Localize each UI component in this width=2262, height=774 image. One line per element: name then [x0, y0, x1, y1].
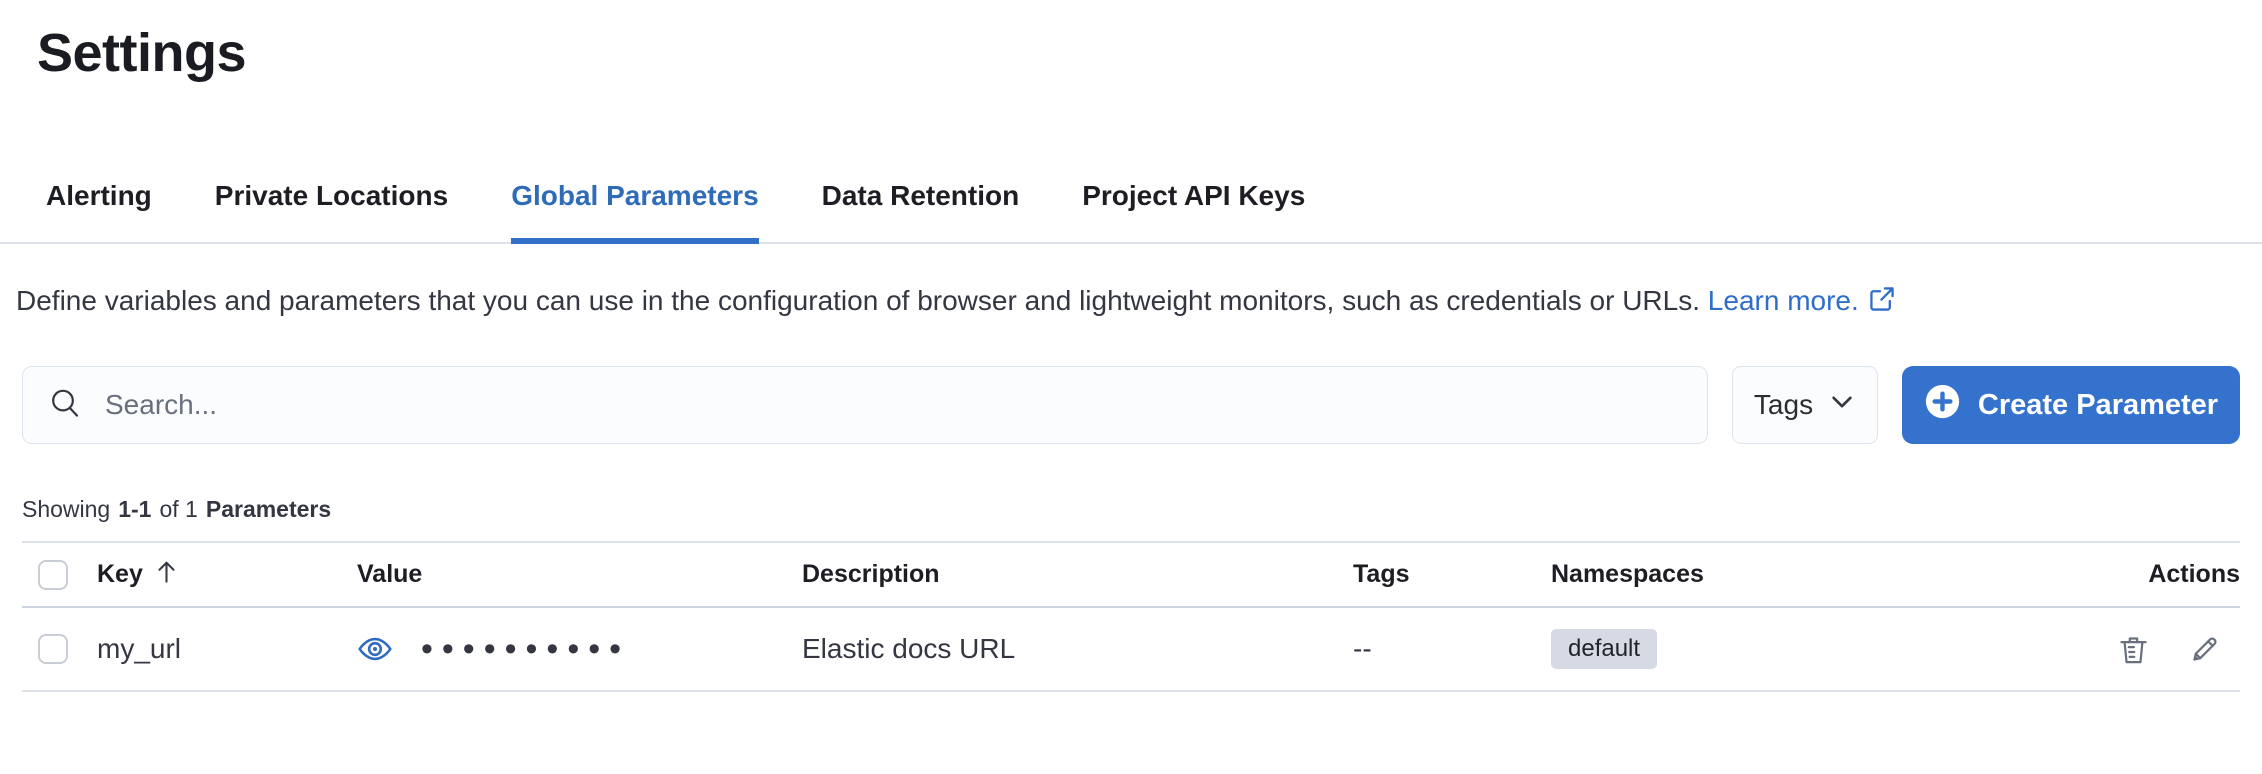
eye-icon	[357, 637, 393, 670]
column-header-value: Value	[357, 560, 423, 588]
parameters-toolbar: Tags Create Parameter	[22, 366, 2240, 444]
column-header-tags: Tags	[1353, 560, 1410, 588]
parameters-table: Key Value Description Tags Namespaces Ac…	[22, 541, 2240, 692]
summary-prefix: Showing	[22, 496, 111, 522]
create-button-label: Create Parameter	[1977, 388, 2219, 421]
results-summary: Showing 1-1 of 1 Parameters	[22, 496, 2240, 523]
plus-in-circle-icon	[1924, 383, 1961, 428]
summary-range: 1-1	[118, 496, 152, 522]
column-header-key[interactable]: Key	[97, 558, 357, 592]
external-link-icon	[1869, 287, 1895, 318]
column-header-description: Description	[802, 560, 940, 588]
learn-more-link[interactable]: Learn more.	[1708, 285, 1895, 316]
trash-icon	[2118, 636, 2149, 668]
key-header-label: Key	[97, 560, 143, 588]
delete-parameter-button[interactable]	[2118, 634, 2149, 665]
create-parameter-button[interactable]: Create Parameter	[1902, 366, 2240, 444]
value-cell: ••••••••••	[357, 631, 802, 667]
search-icon	[49, 387, 81, 424]
search-box[interactable]	[22, 366, 1708, 444]
summary-middle: of 1	[159, 496, 198, 522]
select-all-checkbox[interactable]	[38, 559, 68, 590]
namespace-badge: default	[1551, 629, 1658, 669]
table-row: my_url •••••••••• Elastic docs URL -- de…	[22, 608, 2240, 692]
page-description: Define variables and parameters that you…	[16, 278, 2232, 326]
pencil-icon	[2189, 637, 2220, 668]
tab-private-locations[interactable]: Private Locations	[214, 180, 449, 211]
tab-project-api-keys[interactable]: Project API Keys	[1082, 180, 1306, 211]
row-checkbox[interactable]	[38, 634, 68, 664]
learn-more-label: Learn more.	[1707, 285, 1859, 316]
masked-value: ••••••••••	[421, 630, 631, 668]
actions-cell	[2040, 634, 2240, 665]
description-cell: Elastic docs URL	[802, 633, 1016, 664]
tags-filter-button[interactable]: Tags	[1732, 366, 1878, 444]
namespaces-cell: default	[1551, 629, 2040, 669]
row-select-cell	[22, 634, 97, 664]
edit-parameter-button[interactable]	[2189, 634, 2220, 665]
reveal-value-button[interactable]	[357, 631, 393, 667]
settings-tabs: Alerting Private Locations Global Parame…	[0, 178, 2262, 244]
summary-entity: Parameters	[205, 496, 332, 522]
column-header-namespaces: Namespaces	[1551, 560, 1704, 588]
page-title: Settings	[37, 23, 247, 83]
tab-data-retention[interactable]: Data Retention	[821, 180, 1020, 211]
key-cell: my_url	[97, 633, 182, 664]
description-text: Define variables and parameters that you…	[16, 285, 1701, 316]
column-header-actions: Actions	[2148, 560, 2240, 588]
header-select-cell	[22, 559, 97, 590]
table-header-row: Key Value Description Tags Namespaces Ac…	[22, 543, 2240, 608]
tags-cell: --	[1353, 633, 1372, 664]
chevron-down-icon	[1828, 388, 1856, 423]
sort-up-icon	[153, 558, 180, 592]
search-input[interactable]	[103, 388, 1691, 422]
tab-alerting[interactable]: Alerting	[46, 180, 152, 211]
settings-page: Settings Alerting Private Locations Glob…	[0, 20, 2262, 774]
tags-button-label: Tags	[1753, 389, 1814, 420]
tab-global-parameters[interactable]: Global Parameters	[511, 178, 759, 244]
